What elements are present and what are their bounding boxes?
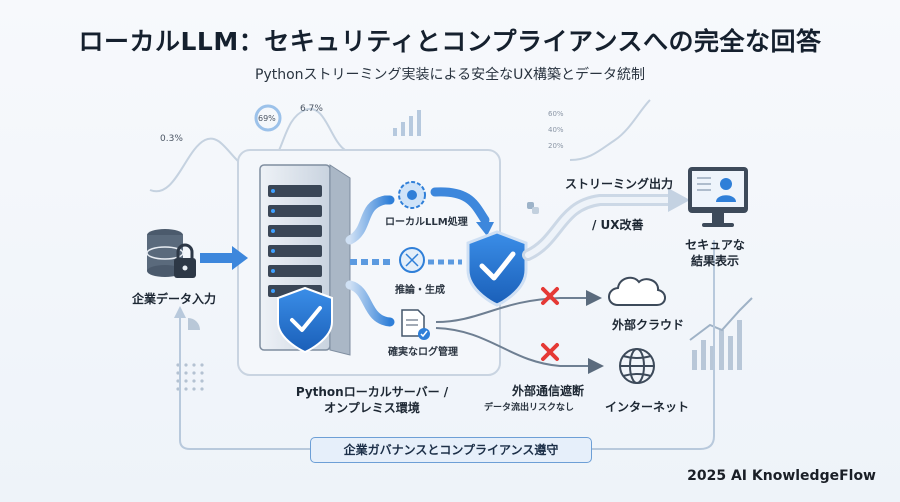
security-shield-icon xyxy=(466,230,528,307)
bg-ring xyxy=(254,104,282,132)
log-label: 確実なログ管理 xyxy=(388,347,458,358)
block-cross-icon-internet xyxy=(541,343,559,361)
block-cross-icon-cloud xyxy=(541,287,559,305)
ux-label: / UX改善 xyxy=(592,218,644,232)
bg-trend-line xyxy=(689,297,753,341)
inference-label: 推論・生成 xyxy=(395,285,445,296)
brand-footer: 2025 AI KnowledgeFlow xyxy=(687,468,876,484)
blocked-flow-internet xyxy=(435,327,604,374)
flow-to-process xyxy=(345,195,395,245)
page-title: ローカルLLM：セキュリティとコンプライアンスへの完全な回答 xyxy=(78,27,822,56)
cloud-label: 外部クラウド xyxy=(612,318,685,332)
result-label-line2: 結果表示 xyxy=(690,254,739,268)
bg-dots-left xyxy=(176,363,204,391)
streaming-label: ストリーミング出力 xyxy=(565,177,674,191)
governance-loop-left xyxy=(179,310,310,450)
process-gear-icon xyxy=(398,181,426,209)
python-icon xyxy=(527,202,539,214)
governance-banner: 企業ガバナンスとコンプライアンス遵守 xyxy=(310,437,592,463)
streaming-arrowhead xyxy=(668,188,690,212)
cloud-icon xyxy=(608,276,666,306)
server-label-line1: Pythonローカルサーバー / xyxy=(295,385,449,399)
globe-icon xyxy=(619,348,655,384)
axis-label-20: 20% xyxy=(548,142,564,150)
bg-bars-right xyxy=(692,320,742,370)
stat-label-ring: 69% xyxy=(258,114,276,123)
inference-node-icon xyxy=(399,247,425,273)
server-shield-icon xyxy=(277,286,333,354)
bg-pie xyxy=(188,318,200,330)
process-label: ローカルLLM処理 xyxy=(385,217,468,228)
database-lock-icon xyxy=(146,229,196,278)
governance-loop-arrow xyxy=(174,306,186,318)
bg-bars-top xyxy=(393,110,421,136)
governance-loop-right xyxy=(590,240,715,450)
flow-to-log xyxy=(345,280,395,327)
internet-label: インターネット xyxy=(605,400,690,414)
flow-process-to-shield xyxy=(430,187,490,225)
flow-process-arrowhead xyxy=(476,222,494,236)
page-subtitle: Pythonストリーミング実装による安全なUX構築とデータ統制 xyxy=(255,67,645,83)
monitor-icon xyxy=(688,167,748,227)
bg-wave-right xyxy=(569,99,651,161)
input-label: 企業データ入力 xyxy=(132,292,217,306)
block-label: 外部通信遮断 xyxy=(512,384,585,398)
stat-label-top: 6.7% xyxy=(300,104,323,114)
axis-label-40: 40% xyxy=(548,126,564,134)
server-label-line2: オンプレミス環境 xyxy=(324,401,420,415)
block-sublabel: データ流出リスクなし xyxy=(484,403,575,413)
result-label-line1: セキュアな xyxy=(685,238,745,252)
input-arrow xyxy=(200,246,248,270)
stat-label-left: 0.3% xyxy=(160,134,183,144)
log-document-icon xyxy=(401,309,430,340)
axis-label-60: 60% xyxy=(548,110,564,118)
